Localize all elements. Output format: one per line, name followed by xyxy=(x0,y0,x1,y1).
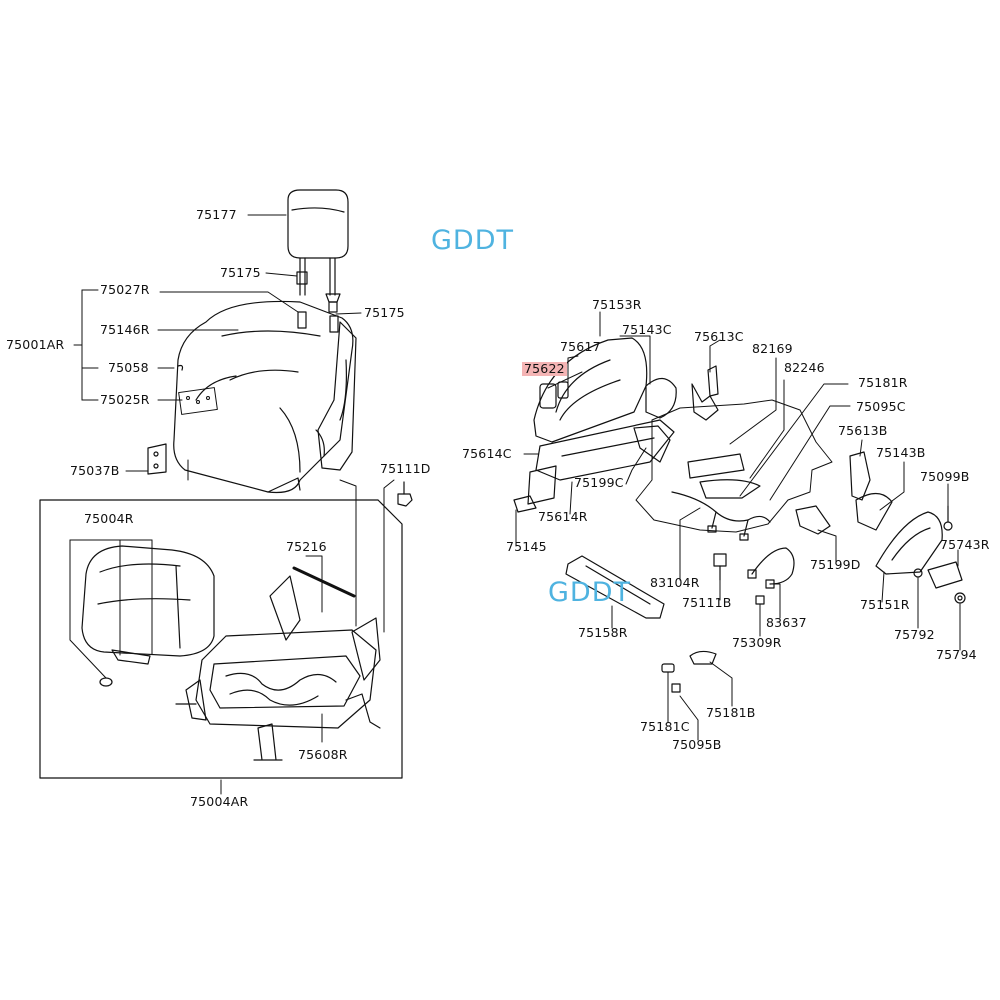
watermark-bottom: GDDT xyxy=(548,577,631,608)
label-75111B: 75111B xyxy=(682,595,732,610)
switch-knob-drawing xyxy=(539,381,569,409)
watermark-top: GDDT xyxy=(431,225,514,256)
label-75613C: 75613C xyxy=(694,329,744,344)
label-83637: 83637 xyxy=(766,615,807,630)
label-75099B: 75099B xyxy=(920,469,970,484)
cushion-clip-drawing xyxy=(99,677,113,687)
cover-75143B-drawing xyxy=(855,492,893,531)
seat-assembly-box xyxy=(39,499,403,779)
belt-buckle-drawing xyxy=(927,561,963,589)
cover-75143C-drawing xyxy=(645,377,677,419)
seatback-cover-drawing xyxy=(173,300,354,494)
label-75613B: 75613B xyxy=(838,423,888,438)
label-75037B: 75037B xyxy=(70,463,120,478)
label-75617: 75617 xyxy=(560,339,601,354)
label-75608R: 75608R xyxy=(298,747,348,762)
bolt-75099B-drawing xyxy=(943,505,953,531)
cover-75151R-drawing xyxy=(875,511,943,575)
clip-75181B-drawing xyxy=(689,650,717,665)
harness-83637-drawing xyxy=(747,547,795,589)
seat-cushion-drawing xyxy=(81,545,215,665)
label-75181B: 75181B xyxy=(706,705,756,720)
clip-75095B-drawing xyxy=(671,683,681,693)
label-75153R: 75153R xyxy=(592,297,642,312)
label-75001AR: 75001AR xyxy=(6,337,65,352)
headrest-drawing xyxy=(287,189,349,296)
label-75614R: 75614R xyxy=(538,509,588,524)
seatback-pad-drawing xyxy=(178,387,218,415)
label-75614C: 75614C xyxy=(462,446,512,461)
label-75181C: 75181C xyxy=(640,719,690,734)
clip-75058-drawing xyxy=(177,364,184,371)
label-75199D: 75199D xyxy=(810,557,861,572)
label-75095B: 75095B xyxy=(672,737,722,752)
label-82246: 82246 xyxy=(784,360,825,375)
hinge-bracket-drawing xyxy=(147,443,167,475)
rail-cover-75158R-drawing xyxy=(565,555,665,619)
label-75216: 75216 xyxy=(286,539,327,554)
label-75058: 75058 xyxy=(108,360,149,375)
switch-75613C-drawing xyxy=(707,365,719,397)
label-75146R: 75146R xyxy=(100,322,150,337)
rod-75216 xyxy=(292,566,356,598)
label-75175-left: 75175 xyxy=(220,265,261,280)
nut-75794-drawing xyxy=(954,592,966,604)
label-82169: 82169 xyxy=(752,341,793,356)
wire-harness-drawing xyxy=(671,491,771,541)
seat-base-outline xyxy=(635,399,833,533)
motor-unit-drawing xyxy=(687,453,761,499)
label-75158R: 75158R xyxy=(578,625,628,640)
label-75143C: 75143C xyxy=(622,322,672,337)
label-75145: 75145 xyxy=(506,539,547,554)
bolt-75111B-drawing xyxy=(713,553,727,581)
label-75792: 75792 xyxy=(894,627,935,642)
label-75177: 75177 xyxy=(196,207,237,222)
label-75199C: 75199C xyxy=(574,475,624,490)
washer-75792-drawing xyxy=(913,568,923,578)
label-75143B: 75143B xyxy=(876,445,926,460)
label-75004R: 75004R xyxy=(84,511,134,526)
sensor-75613B-drawing xyxy=(849,451,871,501)
label-75181R: 75181R xyxy=(858,375,908,390)
seatback-frame-drawing xyxy=(315,321,357,471)
cover-75613C-drawing xyxy=(691,383,719,421)
clip-75309R-drawing xyxy=(755,595,765,605)
label-75025R: 75025R xyxy=(100,392,150,407)
bolt-75111D-drawing xyxy=(397,481,413,507)
cover-75199C-drawing xyxy=(633,425,671,463)
label-75794: 75794 xyxy=(936,647,977,662)
label-75004AR: 75004AR xyxy=(190,794,249,809)
label-75027R: 75027R xyxy=(100,282,150,297)
seat-frame-drawing xyxy=(175,575,381,761)
label-75111D: 75111D xyxy=(380,461,431,476)
right-leader-lines xyxy=(515,311,961,741)
side-cover-75614-drawing xyxy=(527,419,675,505)
label-75095C: 75095C xyxy=(856,399,906,414)
cover-75199D-drawing xyxy=(795,505,831,535)
clip-75181C-drawing xyxy=(661,663,675,673)
left-leader-lines xyxy=(69,214,395,795)
label-75175-right: 75175 xyxy=(364,305,405,320)
headrest-guides-drawing xyxy=(296,271,341,333)
label-75743R: 75743R xyxy=(940,537,990,552)
label-83104R: 83104R xyxy=(650,575,700,590)
label-75151R: 75151R xyxy=(860,597,910,612)
label-75309R: 75309R xyxy=(732,635,782,650)
knob-75145-drawing xyxy=(513,495,537,513)
label-75622-highlighted: 75622 xyxy=(522,361,567,376)
